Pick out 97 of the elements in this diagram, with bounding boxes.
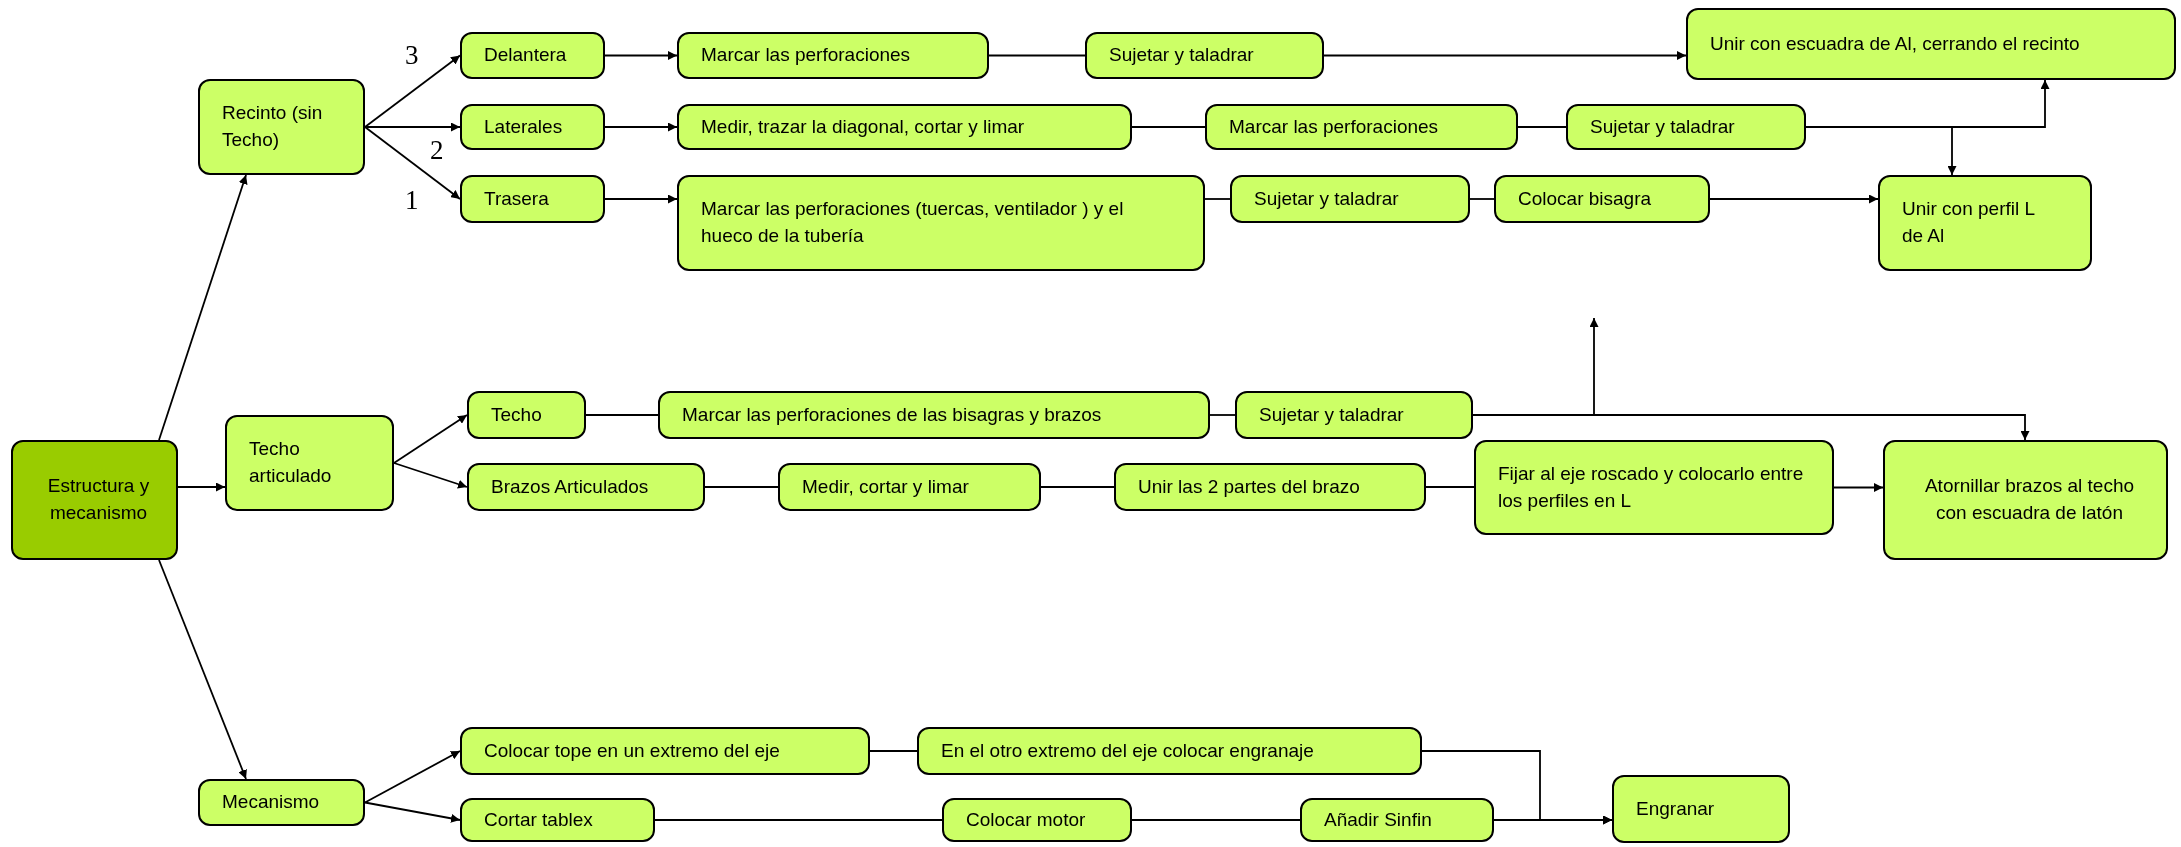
process-box [467, 463, 705, 511]
arrow [158, 559, 247, 780]
box-label: Fijar al eje roscado y colocarlo entre los perfiles en L [1498, 461, 1805, 513]
box-label: Colocar bisagra [1518, 186, 1652, 211]
arrow [364, 801, 461, 823]
arrow [364, 54, 461, 128]
process-box [677, 175, 1205, 271]
arrow [364, 750, 461, 804]
box-label: Colocar motor [966, 807, 1086, 832]
process-box [460, 32, 605, 79]
box-label: Unir con escuadra de Al, cerrando el recinto [1710, 31, 2080, 56]
box-label: Colocar tope en un extremo del eje [484, 738, 780, 763]
box-label: Marcar las perforaciones [701, 43, 911, 68]
process-box [942, 798, 1132, 842]
process-box [460, 798, 655, 842]
process-box [1205, 104, 1518, 150]
connector-line [1131, 819, 1301, 821]
process-box [460, 104, 605, 150]
arrow [393, 414, 468, 464]
process-box [1230, 175, 1470, 223]
box-label: Cortar tablex [484, 807, 593, 832]
process-box [1085, 32, 1324, 79]
process-box [677, 104, 1132, 150]
box-label: Brazos Articulados [491, 474, 649, 499]
box-label: Engranar [1636, 796, 1715, 821]
box-label: Delantera [484, 43, 567, 68]
process-box [658, 391, 1210, 439]
arrow [604, 122, 678, 132]
arrow [604, 194, 678, 204]
box-label: Marcar las perforaciones de las bisagras y brazos [682, 402, 1102, 427]
branch-number: 3 [405, 40, 419, 71]
process-box [11, 440, 178, 560]
branch-number: 1 [405, 185, 419, 216]
box-label: Techo [491, 402, 542, 427]
process-box [1612, 775, 1790, 843]
arrow [364, 126, 461, 200]
process-box [1474, 440, 1834, 535]
box-label: Sujetar y taladrar [1254, 186, 1399, 211]
process-box [1878, 175, 2092, 271]
process-box [198, 779, 365, 826]
connector-line [1469, 198, 1495, 200]
process-box [1114, 463, 1426, 511]
arrow [364, 122, 461, 132]
box-label: Atornillar brazos al techo con escuadra de latón [1923, 474, 2136, 525]
box-label: Trasera [484, 186, 549, 211]
arrow [393, 462, 468, 489]
box-label: En el otro extremo del eje colocar engranaje [941, 738, 1314, 763]
box-label: Marcar las perforaciones (tuercas, ventilador ) y el hueco de la tubería [701, 197, 1125, 248]
connector-line [585, 414, 659, 416]
box-label: Recinto (sin Techo) [222, 101, 324, 152]
connector-line [988, 54, 1086, 57]
process-box [1235, 391, 1473, 439]
process-box [225, 415, 394, 511]
process-box [460, 727, 870, 775]
box-label: Marcar las perforaciones [1229, 114, 1439, 139]
connector-line [1209, 414, 1236, 416]
box-label: Techo articulado [249, 437, 333, 488]
connector-line [654, 819, 943, 821]
connector-line [704, 486, 779, 488]
box-label: Sujetar y taladrar [1259, 402, 1404, 427]
process-box [460, 175, 605, 223]
process-box [1494, 175, 1710, 223]
connector-line [1517, 126, 1567, 128]
process-box [198, 79, 365, 175]
connector-line [1131, 126, 1206, 128]
box-label: Añadir Sinfin [1324, 807, 1432, 832]
arrow [177, 482, 226, 492]
connector-line [869, 750, 918, 752]
box-label: Mecanismo [222, 790, 320, 815]
arrow [158, 174, 248, 441]
box-label: Laterales [484, 114, 563, 139]
process-box [778, 463, 1041, 511]
box-label: Medir, trazar la diagonal, cortar y limar [701, 114, 1025, 139]
process-box [677, 32, 989, 79]
process-box [1566, 104, 1806, 150]
box-label: Unir con perfil L de Al [1902, 197, 2036, 248]
process-box [1300, 798, 1494, 842]
arrow [1472, 317, 1599, 416]
connector-line [1204, 198, 1231, 200]
arrow [1709, 194, 1879, 204]
box-label: Unir las 2 partes del brazo [1138, 474, 1360, 499]
process-box [1686, 8, 2176, 80]
box-label: Sujetar y taladrar [1590, 114, 1735, 139]
arrow [604, 51, 678, 60]
connector-line [1425, 486, 1475, 488]
arrow [1805, 126, 1957, 176]
arrow [1323, 51, 1687, 60]
box-label: Sujetar y taladrar [1109, 43, 1254, 68]
branch-number: 2 [430, 135, 444, 166]
box-label: Medir, cortar y limar [802, 474, 969, 499]
process-box [467, 391, 586, 439]
arrow [1833, 483, 1884, 492]
arrow [1493, 815, 1613, 825]
box-label: Estructura y mecanismo [46, 474, 151, 525]
process-box [917, 727, 1422, 775]
process-box [1883, 440, 2168, 560]
connector-line [1040, 486, 1115, 488]
